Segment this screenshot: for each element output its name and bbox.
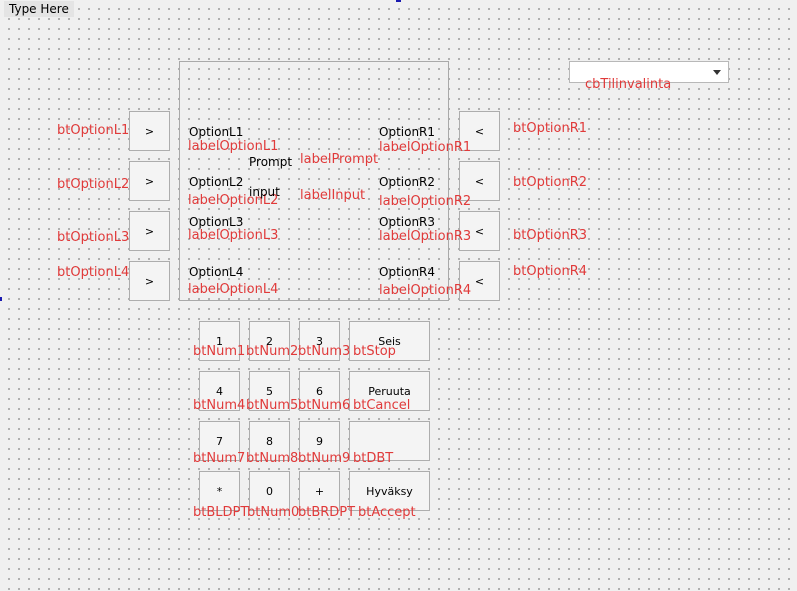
option-left-1-text: OptionL1 [189,125,244,139]
dbt-button-name: btDBT [353,451,394,466]
option-frame [179,61,449,301]
option-right-3-button-name: btOptionR3 [513,228,588,243]
option-left-4-label-name: labelOptionL4 [188,282,279,297]
option-right-2-button[interactable]: < [459,161,500,201]
option-left-1-button-name: btOptionL1 [57,123,130,138]
num-2-button[interactable]: 2 [249,321,290,361]
option-right-2-label-name: labelOptionR2 [379,194,472,209]
top-marker [396,0,401,2]
num-6-button-name: btNum6 [298,398,351,413]
num-3-button[interactable]: 3 [299,321,340,361]
num-2-button-name: btNum2 [246,344,299,359]
chevron-down-icon [713,70,721,75]
option-left-2-button-name: btOptionL2 [57,177,130,192]
option-right-1-button-name: btOptionR1 [513,121,588,136]
option-right-2-text: OptionR2 [379,175,436,189]
num-4-button[interactable]: 4 [199,371,240,411]
option-right-4-button-name: btOptionR4 [513,264,588,279]
option-right-1-text: OptionR1 [379,125,436,139]
left-marker [0,297,2,301]
option-left-3-button[interactable]: > [129,211,170,251]
option-left-4-button[interactable]: > [129,261,170,301]
option-left-1-button[interactable]: > [129,111,170,151]
cancel-button[interactable]: Peruuta [349,371,430,411]
num-7-button-name: btNum7 [193,451,246,466]
num-6-button[interactable]: 6 [299,371,340,411]
prompt-label-name: labelPrompt [300,152,379,167]
prompt-text: Prompt [249,155,293,169]
option-left-4-button-name: btOptionL4 [57,265,130,280]
option-left-3-label-name: labelOptionL3 [188,228,279,243]
combo-name-label: cbTilinvalinta [585,77,672,92]
num-9-button-name: btNum9 [298,451,351,466]
num-0-button-name: btNum0 [247,505,300,520]
menu-type-here[interactable]: Type Here [4,1,74,17]
input-label-name: labelInput [300,188,366,203]
stop-button-name: btStop [353,344,396,359]
stop-button[interactable]: Seis [349,321,430,361]
option-left-3-button-name: btOptionL3 [57,230,130,245]
num-3-button-name: btNum3 [298,344,351,359]
option-right-3-label-name: labelOptionR3 [379,229,472,244]
option-right-4-button[interactable]: < [459,261,500,301]
bldpt-button[interactable]: * [199,471,240,511]
num-5-button[interactable]: 5 [249,371,290,411]
num-0-button[interactable]: 0 [249,471,290,511]
option-left-2-text: OptionL2 [189,175,244,189]
option-left-2-label-name: labelOptionL2 [188,193,279,208]
option-right-1-button[interactable]: < [459,111,500,151]
option-right-4-text: OptionR4 [379,265,436,279]
brdpt-button-name: btBRDPT [298,505,356,520]
option-right-4-label-name: labelOptionR4 [379,283,472,298]
option-right-2-button-name: btOptionR2 [513,175,588,190]
option-left-2-button[interactable]: > [129,161,170,201]
num-1-button-name: btNum1 [193,344,246,359]
menu-bar: Type Here [0,0,797,18]
num-4-button-name: btNum4 [193,398,246,413]
num-7-button[interactable]: 7 [199,421,240,461]
brdpt-button[interactable]: + [299,471,340,511]
option-left-1-label-name: labelOptionL1 [188,139,279,154]
option-right-3-text: OptionR3 [379,215,436,229]
option-left-4-text: OptionL4 [189,265,244,279]
account-combo[interactable] [569,61,729,83]
num-1-button[interactable]: 1 [199,321,240,361]
num-8-button-name: btNum8 [246,451,299,466]
option-right-3-button[interactable]: < [459,211,500,251]
option-right-1-label-name: labelOptionR1 [379,140,472,155]
accept-button[interactable]: Hyväksy [349,471,430,511]
option-left-3-text: OptionL3 [189,215,244,229]
input-text: input [249,185,280,199]
num-5-button-name: btNum5 [246,398,299,413]
cancel-button-name: btCancel [353,398,411,413]
num-8-button[interactable]: 8 [249,421,290,461]
num-9-button[interactable]: 9 [299,421,340,461]
bldpt-button-name: btBLDPT [193,505,249,520]
dbt-button[interactable] [349,421,430,461]
accept-button-name: btAccept [358,505,416,520]
